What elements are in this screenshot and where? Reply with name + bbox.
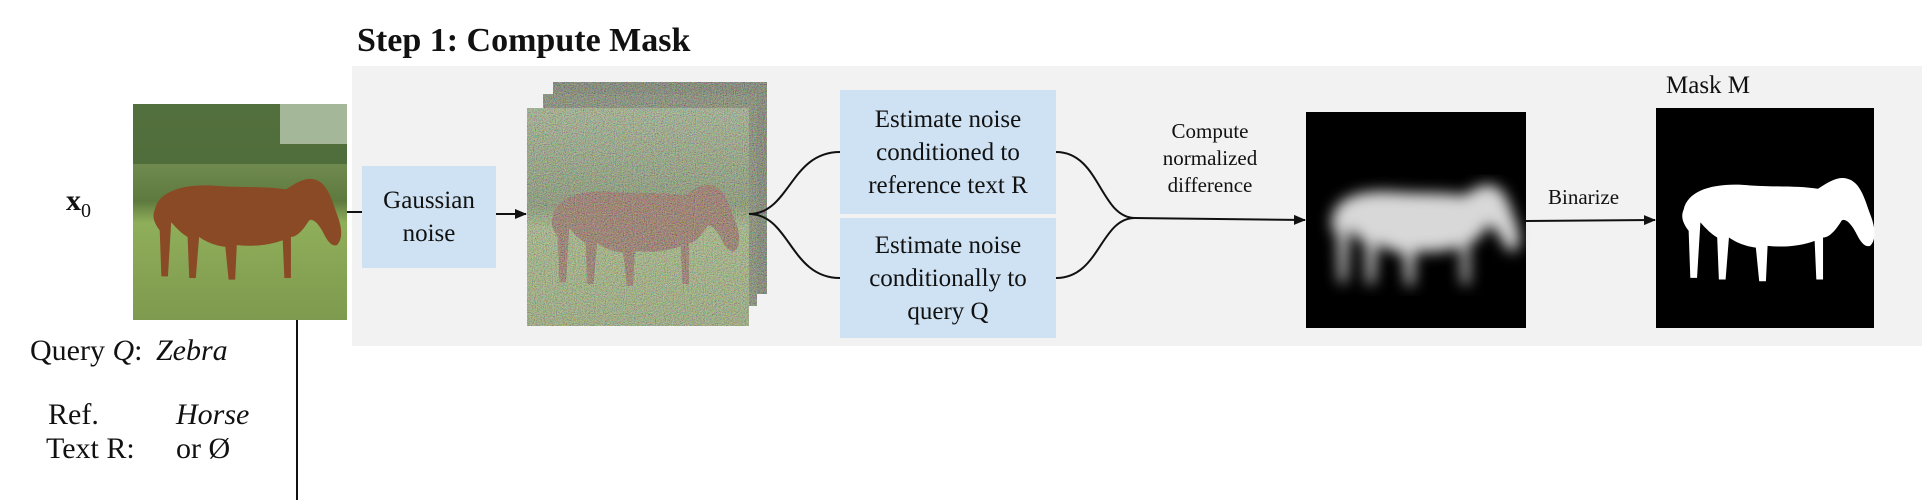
compute-line2: normalized bbox=[1162, 146, 1258, 170]
compute-difference-label: Compute normalized difference bbox=[1140, 118, 1280, 199]
noisy-horse-stack bbox=[527, 82, 767, 326]
step-title: Step 1: Compute Mask bbox=[357, 22, 691, 59]
ref-value-line2: or Ø bbox=[176, 432, 231, 465]
query-value: Zebra bbox=[156, 334, 228, 367]
ref-line1: Ref. bbox=[48, 398, 99, 431]
x0-label: x0 bbox=[66, 184, 91, 223]
compute-line3: difference bbox=[1167, 173, 1253, 197]
x0-symbol: x bbox=[66, 184, 81, 217]
estimate-ref-line2: conditioned to bbox=[876, 138, 1020, 166]
query-variable: Q bbox=[112, 334, 135, 367]
query-row: Query Q: Zebra bbox=[30, 334, 228, 368]
input-horse-photo bbox=[133, 104, 347, 320]
difference-map bbox=[1306, 112, 1526, 328]
estimate-query-line2: conditionally to bbox=[869, 264, 1027, 292]
estimate-query-box: Estimate noise conditionally to query Q bbox=[840, 218, 1056, 338]
binary-mask bbox=[1656, 108, 1875, 328]
estimate-ref-line3: reference text R bbox=[868, 171, 1028, 199]
estimate-ref-line1: Estimate noise bbox=[874, 105, 1022, 133]
ref-line2: Text R: bbox=[46, 432, 135, 465]
ref-label: Ref. Text R: bbox=[46, 398, 135, 466]
compute-line1: Compute bbox=[1171, 119, 1249, 143]
estimate-query-line1: Estimate noise bbox=[874, 231, 1022, 259]
estimate-query-line3: query Q bbox=[907, 297, 989, 325]
estimate-ref-box: Estimate noise conditioned to reference … bbox=[840, 90, 1056, 214]
x0-subscript: 0 bbox=[81, 200, 91, 222]
ref-value: Horse or Ø bbox=[176, 398, 249, 466]
gaussian-noise-box: Gaussian noise bbox=[362, 166, 496, 268]
mask-label: Mask M bbox=[1666, 72, 1751, 99]
binarize-label: Binarize bbox=[1548, 185, 1620, 209]
query-separator: : bbox=[134, 334, 143, 367]
query-prefix: Query bbox=[30, 334, 113, 367]
gaussian-line2: noise bbox=[402, 220, 456, 247]
gaussian-line1: Gaussian bbox=[383, 187, 475, 214]
ref-value-line1: Horse bbox=[176, 398, 250, 431]
